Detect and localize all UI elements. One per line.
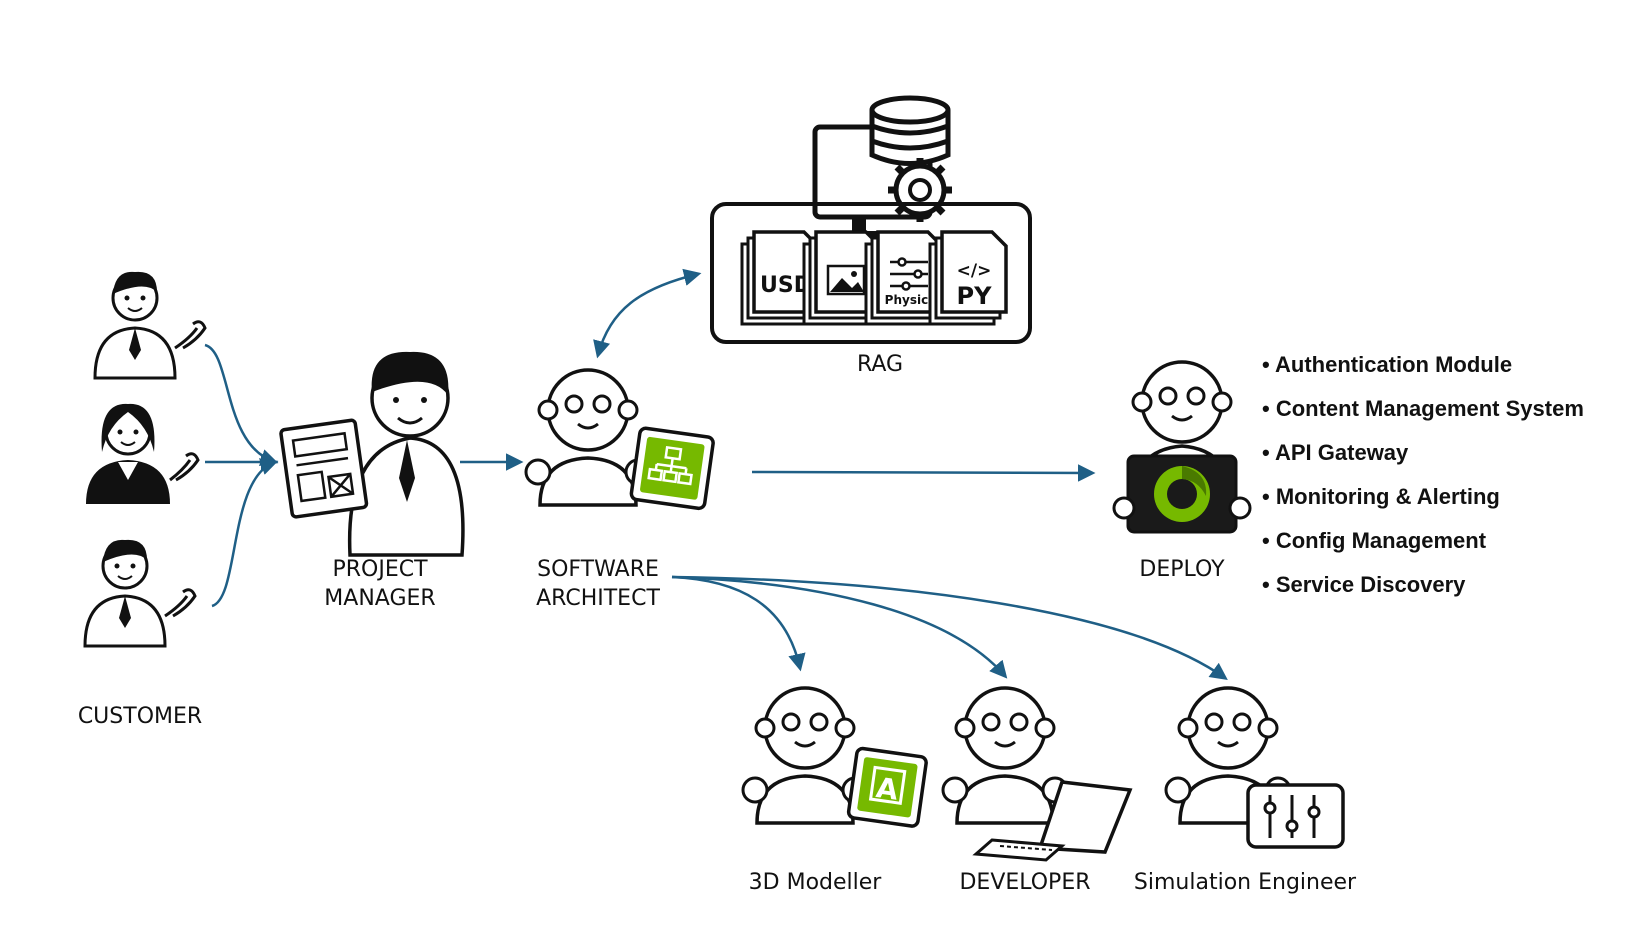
code-symbol: </> xyxy=(957,261,992,281)
customer-3-icon xyxy=(83,538,197,648)
arrow-architect-rag xyxy=(593,268,702,359)
arrow-architect-to-developer xyxy=(671,575,1008,679)
python-file-icon: </> PY xyxy=(928,230,1008,326)
rag-database-gear-icon xyxy=(812,95,952,239)
tablet-letter: A xyxy=(874,771,900,807)
service-item: API Gateway xyxy=(1262,438,1584,482)
image-file-icon xyxy=(802,230,882,326)
service-item: Monitoring & Alerting xyxy=(1262,482,1584,526)
customer-label: CUSTOMER xyxy=(77,704,203,729)
software-architect-label-line1: SOFTWARE xyxy=(537,557,659,582)
arrow-architect-to-deploy xyxy=(751,464,1096,482)
rag-label: RAG xyxy=(856,352,904,377)
customer-1-icon xyxy=(93,270,207,380)
software-architect-label: SOFTWARE ARCHITECT xyxy=(536,555,660,613)
services-list: Authentication Module Content Management… xyxy=(1262,350,1584,614)
customer-2-icon xyxy=(86,403,200,504)
green-swirl-logo-icon xyxy=(1154,466,1210,522)
developer-robot-icon xyxy=(941,686,1133,862)
usd-file-icon: USD xyxy=(740,230,820,326)
modeller-robot-icon: A xyxy=(741,686,928,828)
arrow-architect-to-sim-engineer xyxy=(671,575,1228,681)
project-manager-label-line2: MANAGER xyxy=(324,586,436,611)
project-manager-label: PROJECT MANAGER xyxy=(324,555,435,613)
software-architect-robot-icon xyxy=(524,368,715,511)
deploy-label: DEPLOY xyxy=(1139,557,1225,582)
arrow-architect-to-modeller xyxy=(671,575,806,672)
developer-label: DEVELOPER xyxy=(959,870,1091,895)
service-item: Authentication Module xyxy=(1262,350,1584,394)
project-manager-icon xyxy=(279,351,465,557)
rag-frame xyxy=(710,202,1032,344)
software-architect-label-line2: ARCHITECT xyxy=(536,586,660,611)
python-file-label: PY xyxy=(957,282,993,310)
physics-file-icon: Physics xyxy=(864,230,944,326)
service-item: Config Management xyxy=(1262,526,1584,570)
deploy-robot-icon xyxy=(1112,360,1252,534)
arrow-customer1-to-pm xyxy=(204,343,279,467)
physics-file-label: Physics xyxy=(885,293,936,307)
project-manager-label-line1: PROJECT xyxy=(332,557,428,582)
service-item: Content Management System xyxy=(1262,394,1584,438)
modeller-label: 3D Modeller xyxy=(748,870,882,895)
arrow-customer3-to-pm xyxy=(211,458,279,608)
service-item: Service Discovery xyxy=(1262,570,1584,614)
sim-engineer-robot-icon xyxy=(1164,686,1345,849)
sim-engineer-label: Simulation Engineer xyxy=(1133,870,1357,895)
